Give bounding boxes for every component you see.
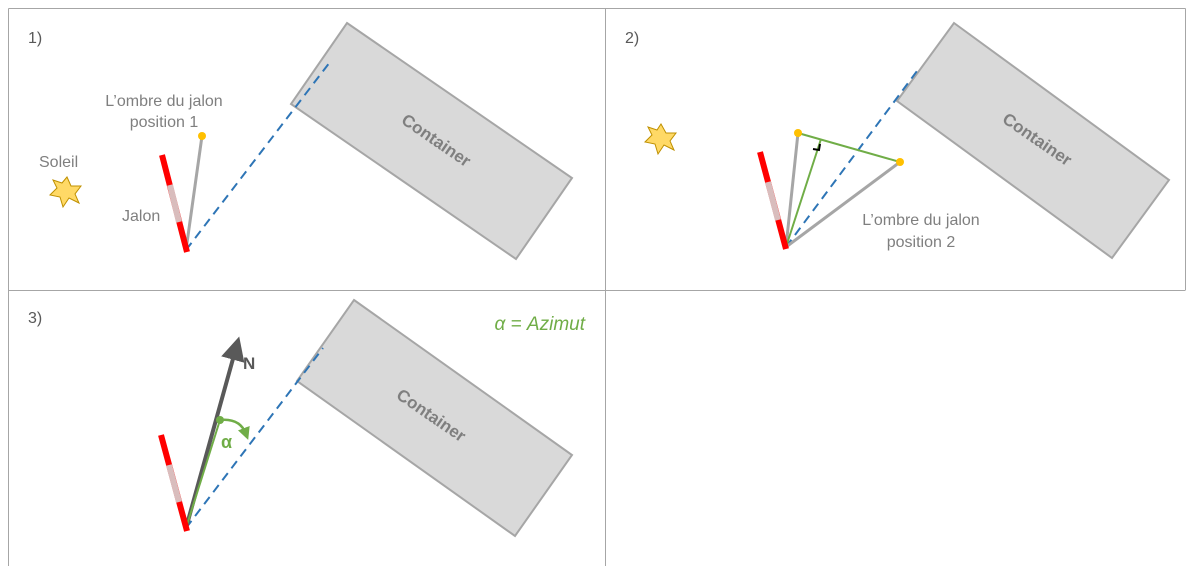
panel-number: 3) [28, 310, 42, 327]
table-grid [8, 8, 1186, 566]
pole [159, 154, 190, 253]
shadow-label-line-2: position 1 [130, 114, 199, 131]
shadow-tip-point [198, 132, 206, 140]
shadow-label-line-2: position 2 [887, 234, 956, 251]
sun-icon [643, 123, 677, 156]
container-block: Container [289, 21, 574, 261]
pole [757, 151, 789, 250]
shadow-label-line-1: L’ombre du jalon [105, 93, 222, 110]
panel-1: 1) Container Soleil Jalon L’ombre du jal… [28, 21, 574, 261]
shadow-line-position-1 [784, 132, 800, 248]
sightline-dashed [185, 347, 324, 529]
alpha-symbol: α [221, 432, 232, 452]
panel-number: 2) [625, 30, 639, 47]
panel-number: 1) [28, 30, 42, 47]
pole [158, 434, 190, 532]
azimuth-reference-line [185, 419, 221, 529]
right-angle-mark [812, 143, 821, 152]
shadow-line-position-2 [785, 160, 901, 249]
north-arrow [184, 336, 245, 529]
pole-label: Jalon [122, 208, 160, 225]
sightline-dashed [185, 61, 331, 251]
panel-3: 3) Container N α α = Azimut [28, 298, 586, 538]
panel-2: 2) Container L’ombre du jalon position 2 [625, 21, 1171, 260]
sun-icon [48, 176, 82, 209]
sun-label: Soleil [39, 154, 78, 171]
shadow-label-line-1: L’ombre du jalon [862, 212, 979, 229]
azimuth-legend: α = Azimut [494, 314, 585, 335]
shadow-tip-point-1 [794, 129, 802, 137]
perpendicular-construction [785, 132, 901, 248]
container-block: Container [295, 298, 574, 538]
north-label: N [243, 354, 255, 373]
shadow-line [184, 135, 204, 251]
shadow-tip-point-2 [896, 158, 904, 166]
sightline-dashed [785, 66, 921, 248]
container-block: Container [895, 21, 1171, 260]
azimuth-arc-arrow [219, 418, 250, 440]
